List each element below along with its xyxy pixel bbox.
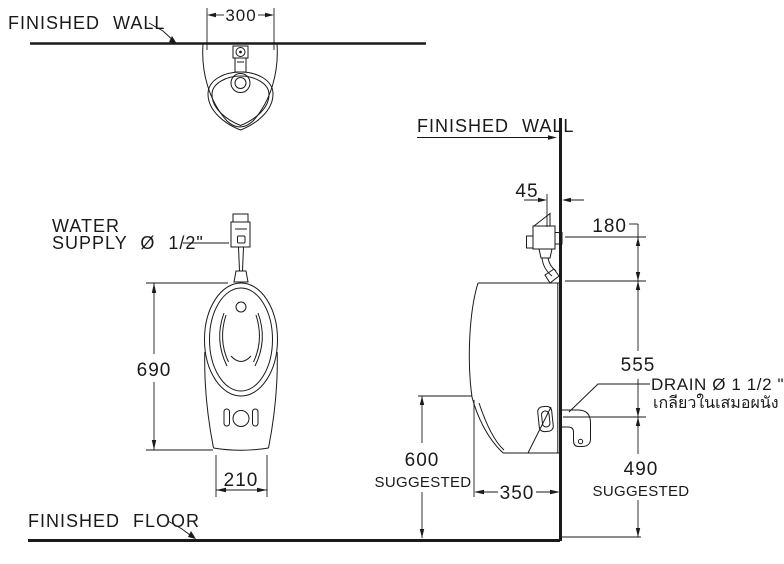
dim-350-text: 350 <box>500 483 535 504</box>
outlet-slot-left <box>223 408 230 427</box>
dim-180-text: 180 <box>592 216 627 237</box>
drain-spout <box>562 409 591 447</box>
spreader-inner <box>234 77 247 89</box>
dim-300-text: 300 <box>225 6 256 25</box>
spreader-outer <box>230 73 251 93</box>
dim-210: 210 <box>215 455 268 497</box>
dim-600-text: 600 <box>405 450 440 471</box>
dim-600-note: SUGGESTED <box>375 474 472 491</box>
outlet-slot-right <box>252 408 259 427</box>
dim-490-note: SUGGESTED <box>593 483 690 500</box>
urinal-side <box>468 282 559 454</box>
dim-45: 45 <box>515 181 584 227</box>
drain-leader <box>568 383 650 413</box>
floor-label: FINISHED FLOOR <box>28 511 200 531</box>
urinal-plan-outline <box>202 43 278 128</box>
drain-hole-inner <box>541 410 551 428</box>
outlet-circle <box>232 410 250 427</box>
rim-hole <box>235 301 247 313</box>
drain-hole-outer <box>537 405 554 433</box>
bowl-plan-inner <box>211 75 270 127</box>
valve-side <box>526 212 563 284</box>
valve-front <box>230 213 251 283</box>
dim-690-text: 690 <box>137 360 172 381</box>
water-supply-label-2: SUPPLY Ø 1/2" <box>52 233 204 253</box>
dim-690: 690 <box>137 282 228 451</box>
floor-leader-arrow <box>188 531 196 539</box>
dim-210-text: 210 <box>224 470 259 491</box>
top-wall-leader-arrow <box>169 36 177 44</box>
side-wall-leader-arrow <box>548 135 557 140</box>
dim-180: 180 <box>565 216 646 282</box>
dim-555: 555 <box>563 281 656 418</box>
dim-555-text: 555 <box>621 355 656 376</box>
drain-label-2: เกลียวในเสมอผนัง <box>653 393 779 412</box>
valve-plan <box>232 45 249 73</box>
dim-350: 350 <box>473 400 560 504</box>
dim-490-text: 490 <box>624 459 659 480</box>
top-wall-label: FINISHED WALL <box>8 13 165 33</box>
urinal-front <box>204 282 278 451</box>
dim-45-text: 45 <box>515 181 538 202</box>
side-view: FINISHED WALL 45 <box>375 116 784 541</box>
water-supply-label-1: WATER <box>52 216 120 236</box>
bowl-plan-outer <box>207 71 274 131</box>
side-wall-label: FINISHED WALL <box>417 116 574 136</box>
dim-490: 490 SUGGESTED <box>562 417 690 538</box>
front-view: WATER SUPPLY Ø 1/2" <box>28 213 560 542</box>
top-view: FINISHED WALL 300 <box>8 6 426 131</box>
dim-300: 300 <box>206 6 275 50</box>
drain-label-1: DRAIN Ø 1 1/2 " <box>651 375 784 394</box>
dim-600: 600 SUGGESTED <box>375 395 472 538</box>
